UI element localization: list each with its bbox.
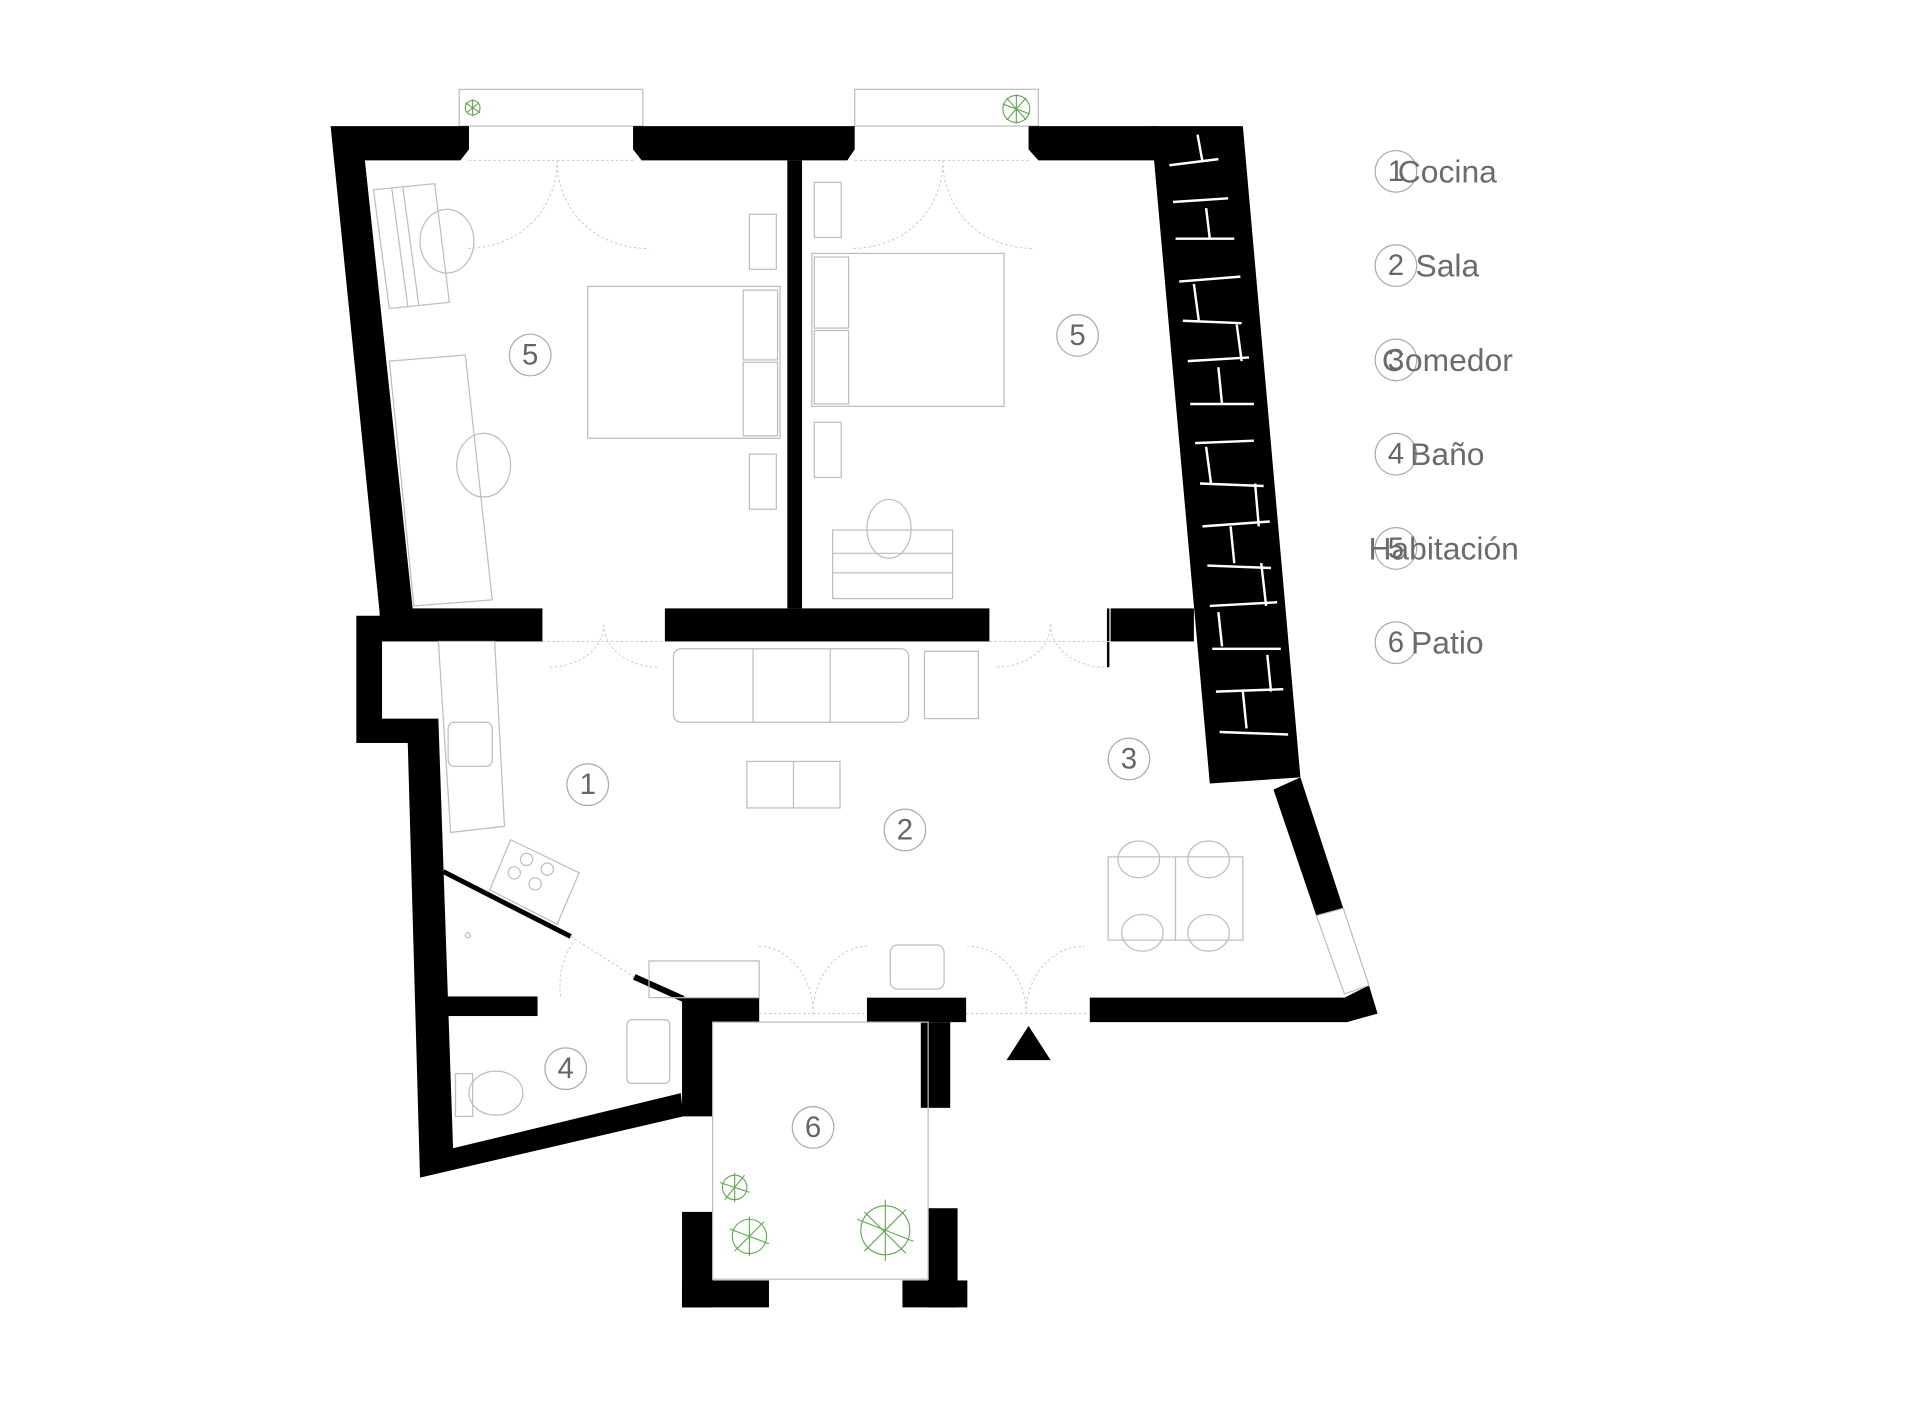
svg-text:4: 4 bbox=[1388, 438, 1404, 471]
svg-text:Patio: Patio bbox=[1411, 625, 1484, 661]
svg-text:3: 3 bbox=[1388, 343, 1404, 376]
plant-icon bbox=[729, 1216, 770, 1256]
svg-text:2: 2 bbox=[1388, 249, 1404, 282]
room-marker-patio: 6 bbox=[791, 1106, 835, 1149]
room-marker-bathroom: 4 bbox=[544, 1047, 588, 1091]
svg-text:Sala: Sala bbox=[1415, 248, 1479, 284]
svg-text:4: 4 bbox=[558, 1052, 574, 1085]
plant-icon bbox=[1002, 94, 1031, 124]
svg-text:Comedor: Comedor bbox=[1382, 342, 1513, 378]
svg-text:5: 5 bbox=[1388, 532, 1404, 565]
stone-wall-cracks bbox=[1169, 134, 1289, 736]
plant-icon bbox=[464, 99, 481, 117]
stone-wall bbox=[1151, 126, 1301, 784]
room-marker-dining: 3 bbox=[1107, 737, 1151, 781]
room-marker-kitchen: 1 bbox=[566, 763, 610, 807]
plant-icon bbox=[719, 1172, 750, 1203]
room-marker-bedroom-right: 5 bbox=[1056, 313, 1099, 357]
room-marker-bedroom-left: 5 bbox=[508, 333, 552, 377]
wall-top-middle bbox=[633, 126, 855, 161]
wall-top-right bbox=[1028, 126, 1158, 161]
svg-text:6: 6 bbox=[805, 1111, 821, 1144]
wall-right-diagonal bbox=[1273, 777, 1344, 916]
svg-text:Baño: Baño bbox=[1410, 436, 1484, 472]
balconies bbox=[458, 88, 1039, 127]
wall-bedroom-partition bbox=[787, 160, 803, 609]
walls bbox=[330, 126, 1378, 1308]
furniture bbox=[372, 159, 1244, 1280]
plant-icon bbox=[856, 1199, 914, 1261]
wall-left-lower bbox=[356, 615, 684, 1178]
entrance-arrow-icon bbox=[1006, 1025, 1051, 1061]
room-marker-living: 2 bbox=[883, 808, 927, 852]
svg-text:5: 5 bbox=[1069, 319, 1085, 352]
svg-text:2: 2 bbox=[897, 813, 913, 846]
wall-top-left bbox=[330, 126, 469, 613]
svg-text:Cocina: Cocina bbox=[1398, 153, 1497, 189]
svg-text:1: 1 bbox=[580, 768, 596, 801]
svg-text:5: 5 bbox=[522, 339, 538, 372]
svg-text:Habitación: Habitación bbox=[1368, 530, 1518, 566]
svg-text:1: 1 bbox=[1388, 155, 1404, 188]
legend-item: 2 Sala bbox=[1374, 244, 1480, 288]
svg-text:6: 6 bbox=[1388, 626, 1404, 659]
svg-text:3: 3 bbox=[1121, 742, 1137, 775]
